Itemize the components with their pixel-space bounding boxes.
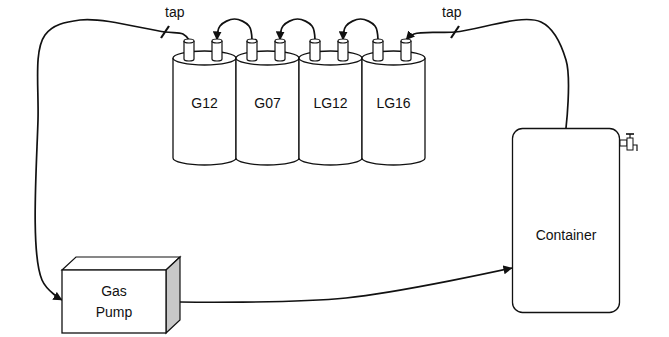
node-label: LG12 bbox=[313, 93, 347, 113]
gas-line bbox=[217, 19, 252, 40]
node-label: Container bbox=[536, 225, 597, 245]
gas-line bbox=[180, 268, 512, 302]
gas-cylinder: G12 bbox=[173, 40, 236, 166]
gas-cylinder: G07 bbox=[236, 40, 299, 166]
tap-label: tap bbox=[441, 5, 462, 19]
node-label: Gas Pump bbox=[89, 281, 139, 322]
tap-mark bbox=[451, 26, 459, 38]
gas-line bbox=[280, 19, 315, 40]
node-label: G12 bbox=[191, 93, 217, 113]
gas-cylinder: LG12 bbox=[299, 40, 362, 166]
gas-line bbox=[406, 20, 568, 128]
gas-pump: Gas Pump bbox=[62, 257, 180, 333]
node-label: G07 bbox=[254, 93, 280, 113]
gas-cylinder: LG16 bbox=[362, 40, 425, 166]
container: Container bbox=[512, 128, 620, 313]
gas-line bbox=[35, 20, 189, 300]
tap-label: tap bbox=[164, 5, 185, 19]
node-label: LG16 bbox=[376, 93, 410, 113]
tap-mark bbox=[161, 26, 169, 38]
gas-line bbox=[343, 19, 378, 40]
container-outline bbox=[512, 128, 620, 313]
